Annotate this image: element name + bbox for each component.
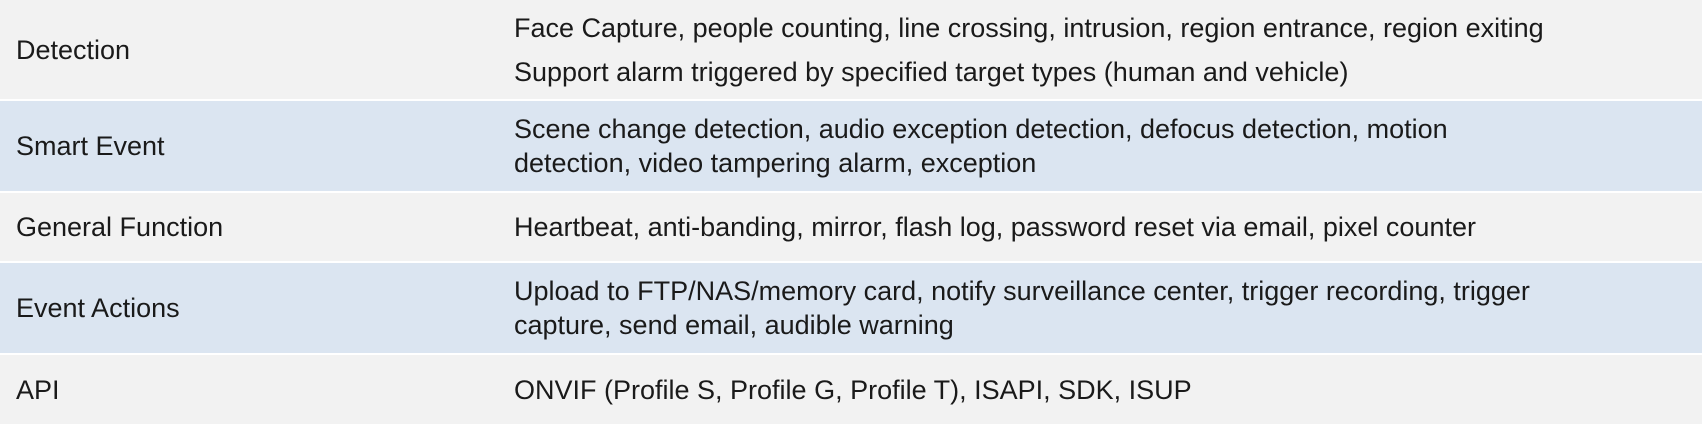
spec-value: Face Capture, people counting, line cros… — [514, 11, 1702, 89]
spec-row-detection: Detection Face Capture, people counting,… — [0, 0, 1702, 99]
spec-value: Upload to FTP/NAS/memory card, notify su… — [514, 274, 1702, 342]
spec-row-smart-event: Smart Event Scene change detection, audi… — [0, 101, 1702, 191]
spec-row-event-actions: Event Actions Upload to FTP/NAS/memory c… — [0, 263, 1702, 353]
spec-value-line: capture, send email, audible warning — [514, 310, 954, 340]
row-divider — [0, 99, 1702, 101]
spec-row-general-function: General Function Heartbeat, anti-banding… — [0, 193, 1702, 261]
spec-label: API — [16, 374, 60, 405]
spec-label: Smart Event — [16, 131, 165, 161]
spec-value-line: Scene change detection, audio exception … — [514, 114, 1448, 144]
spec-value-line: Face Capture, people counting, line cros… — [514, 12, 1544, 43]
spec-value-line: Heartbeat, anti-banding, mirror, flash l… — [514, 212, 1476, 242]
row-divider — [0, 353, 1702, 355]
spec-row-api: API ONVIF (Profile S, Profile G, Profile… — [0, 355, 1702, 424]
spec-label: Detection — [16, 34, 131, 65]
spec-value-line: ONVIF (Profile S, Profile G, Profile T),… — [514, 374, 1192, 405]
spec-value-line: Support alarm triggered by specified tar… — [514, 56, 1349, 87]
row-divider — [0, 261, 1702, 263]
row-divider — [0, 191, 1702, 193]
spec-value: ONVIF (Profile S, Profile G, Profile T),… — [514, 373, 1702, 407]
spec-value: Scene change detection, audio exception … — [514, 112, 1702, 180]
spec-value-line: Upload to FTP/NAS/memory card, notify su… — [514, 276, 1530, 306]
spec-label: General Function — [16, 212, 224, 242]
spec-label: Event Actions — [16, 293, 180, 323]
spec-value-line: detection, video tampering alarm, except… — [514, 148, 1037, 178]
spec-value: Heartbeat, anti-banding, mirror, flash l… — [514, 210, 1702, 244]
